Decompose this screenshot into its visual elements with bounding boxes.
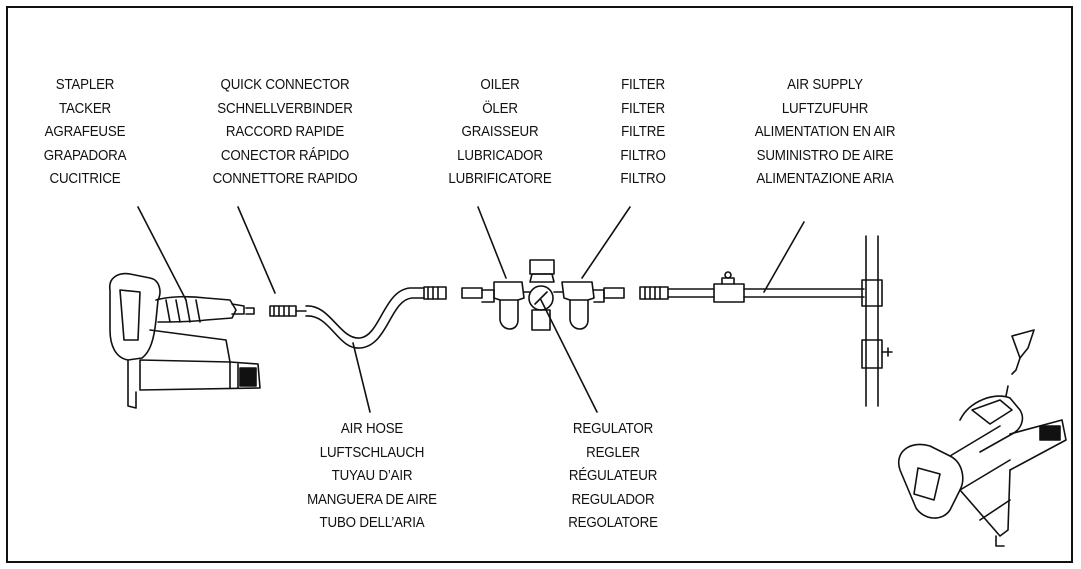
label-line: ALIMENTATION EN AIR [754,124,896,140]
leader-line-air-hose [352,342,371,413]
label-line: REGOLATORE [568,515,658,531]
air-hose-icon [305,286,447,349]
label-line: FILTER [621,77,665,93]
label-line: RÉGULATEUR [568,468,658,484]
leader-line-filter [581,206,631,279]
quick-connector-icon [269,305,307,317]
label-line: FILTER [621,100,665,117]
label-line: REGULADOR [571,491,655,508]
label-line: LUFTSCHLAUCH [319,444,425,461]
diagram-frame [6,6,1073,563]
label-line: QUICK CONNECTOR [220,77,350,93]
label-stapler: STAPLER TACKER AGRAFEUSE GRAPADORA CUCIT… [34,74,135,192]
label-line: ALIMENTAZIONE ARIA [756,171,894,187]
label-line: AGRAFEUSE [44,124,126,140]
leader-line-quick-connector [237,206,276,294]
supply-line-icon [639,235,893,407]
label-line: REGULATOR [572,421,654,437]
label-oiler: OILER ÖLER GRAISSEUR LUBRICADOR LUBRIFIC… [431,74,569,192]
label-line: OILER [480,77,520,93]
label-line: LUFTZUFUHR [781,100,869,117]
label-line: SUMINISTRO DE AIRE [756,147,894,164]
label-quick-connector: QUICK CONNECTOR SCHNELLVERBINDER RACCORD… [198,74,373,192]
label-line: STAPLER [55,77,115,93]
label-line: TUBO DELL’ARIA [319,515,425,531]
label-line: MANGUERA DE AIRE [307,491,437,508]
label-line: TACKER [58,100,112,117]
label-line: TUYAU D’AIR [331,468,413,484]
frl-unit-icon [461,259,625,331]
stapler-icon [108,272,261,409]
label-line: REGLER [586,444,640,461]
label-air-hose: AIR HOSE LUFTSCHLAUCH TUYAU D’AIR MANGUE… [298,418,445,536]
label-line: FILTRO [620,147,666,164]
label-line: FILTRO [620,171,666,187]
label-line: AIR HOSE [340,421,404,437]
label-line: LUBRICADOR [457,147,543,164]
label-line: RACCORD RAPIDE [225,124,345,140]
label-line: GRAISSEUR [461,124,539,140]
label-line: CONECTOR RÁPIDO [220,147,350,164]
label-line: LUBRIFICATORE [448,171,552,187]
label-line: SCHNELLVERBINDER [217,100,353,117]
leader-line-oiler [477,206,507,279]
label-regulator: REGULATOR REGLER RÉGULATEUR REGULADOR RE… [553,418,673,536]
label-line: AIR SUPPLY [787,77,863,93]
leader-line-stapler [137,206,187,301]
stapler-oiling-icon [897,329,1067,547]
label-line: FILTRE [621,124,665,140]
label-line: GRAPADORA [43,147,127,164]
label-line: CUCITRICE [49,171,121,187]
label-air-supply: AIR SUPPLY LUFTZUFUHR ALIMENTATION EN AI… [728,74,921,192]
label-line: ÖLER [482,100,518,117]
label-filter: FILTER FILTER FILTRE FILTRO FILTRO [602,74,685,192]
label-line: CONNETTORE RAPIDO [212,171,358,187]
leader-line-air-supply [763,221,805,293]
